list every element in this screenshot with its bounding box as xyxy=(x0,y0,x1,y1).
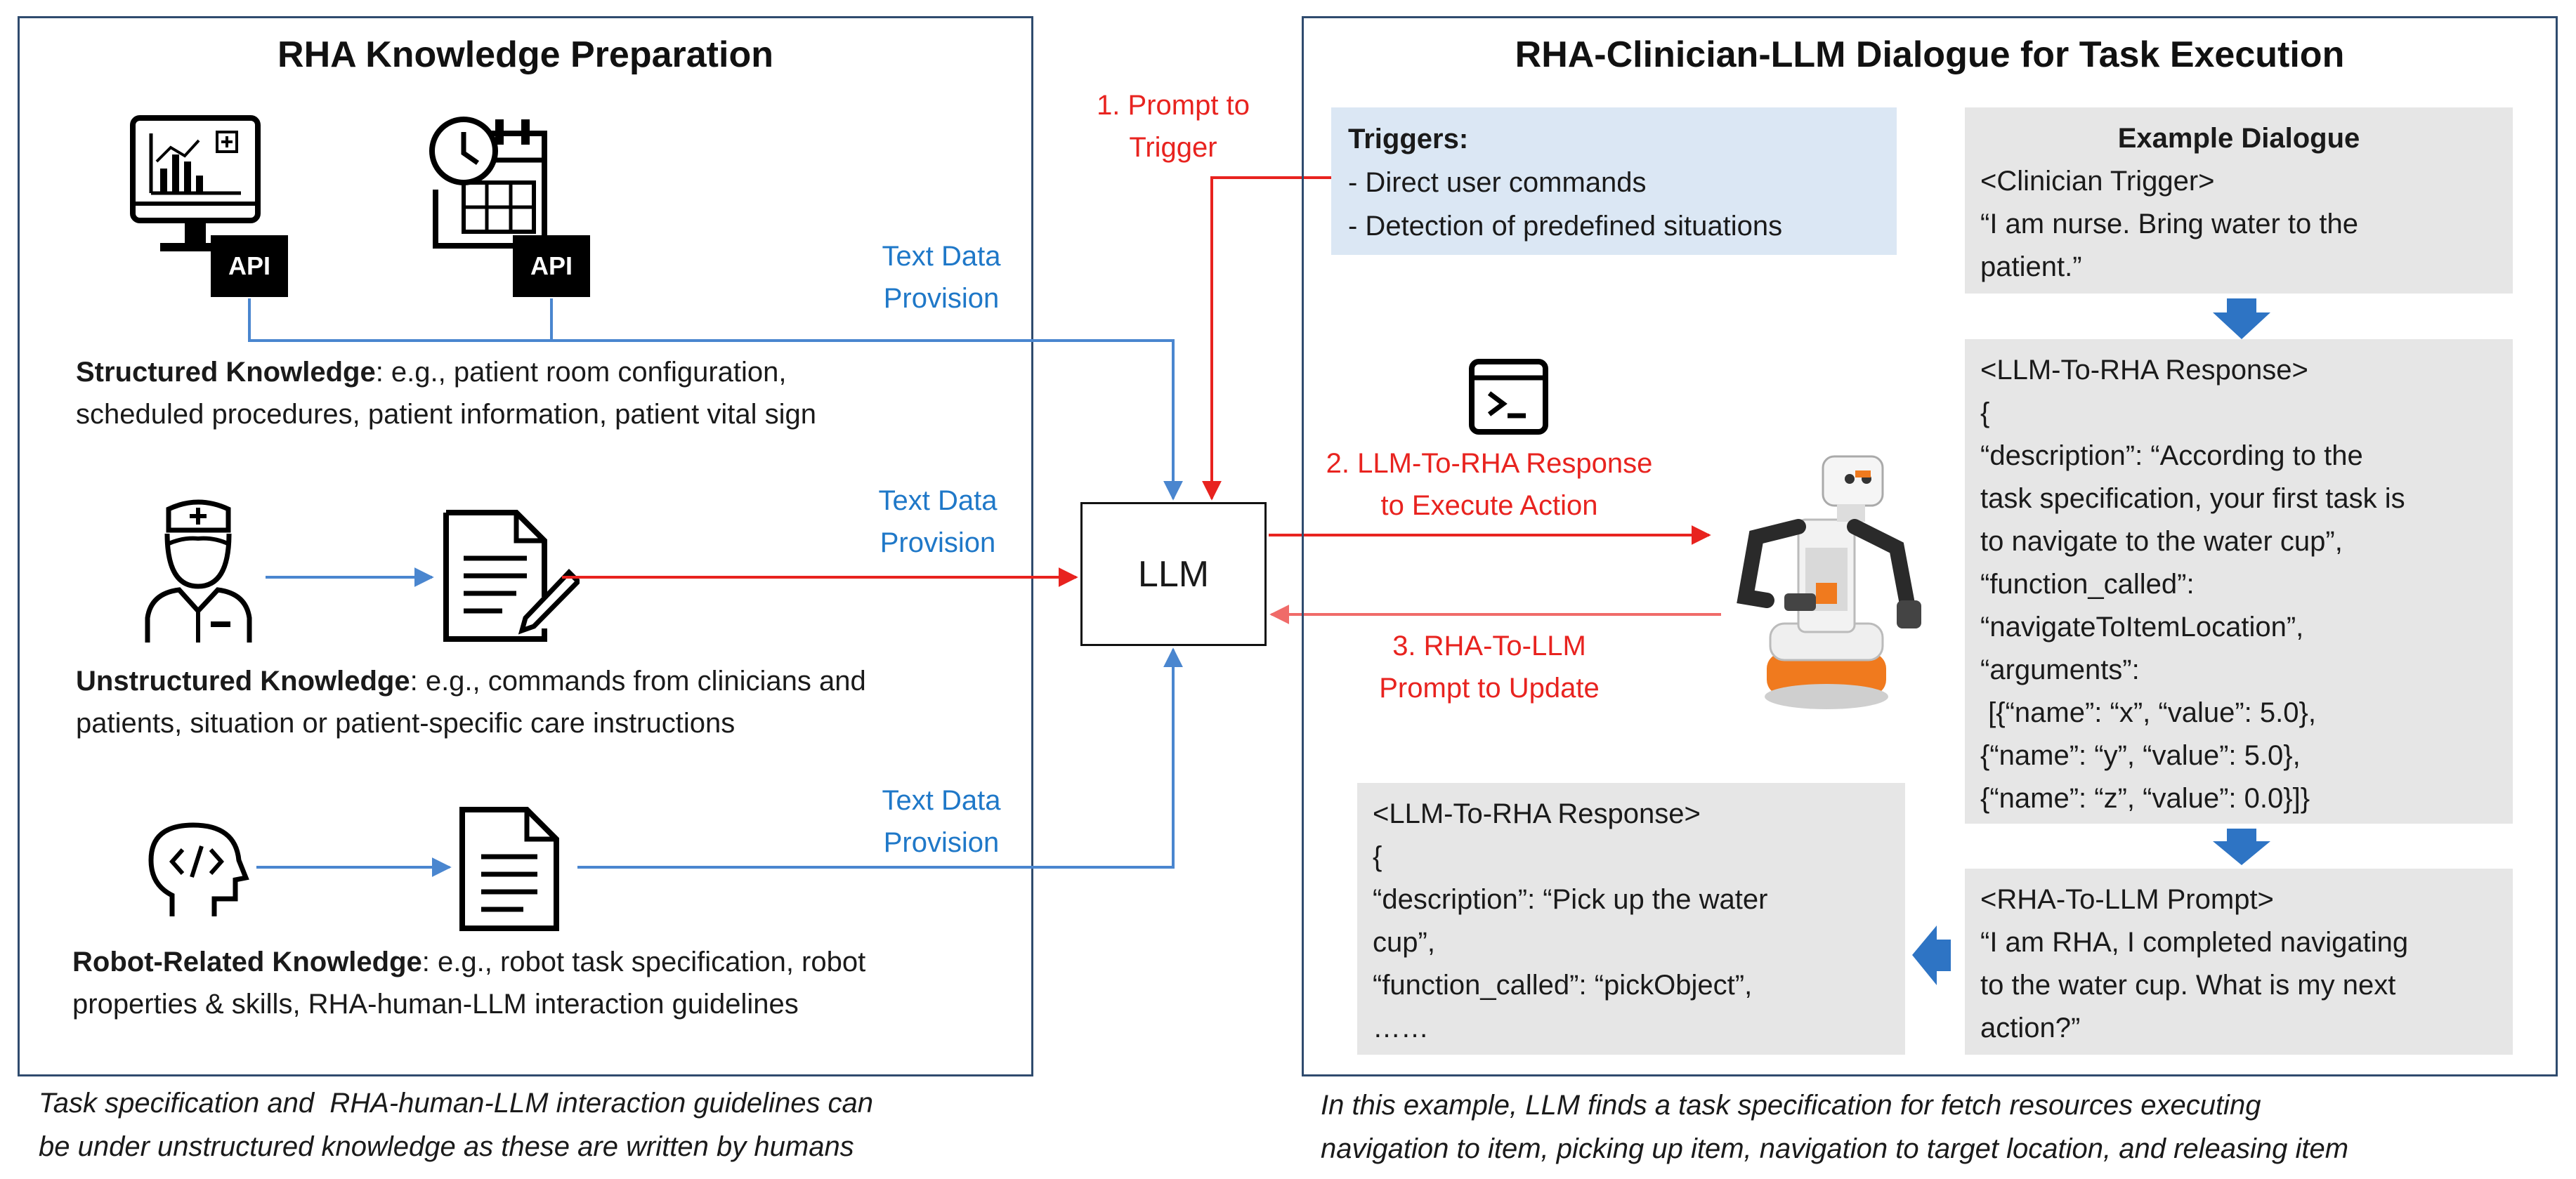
robot-knowledge-text: Robot-Related Knowledge: e.g., robot tas… xyxy=(72,947,866,1020)
step3-label: 3. RHA-To-LLM Prompt to Update xyxy=(1379,631,1600,704)
down-arrow-icon-1 xyxy=(2213,298,2270,339)
unstructured-knowledge-label: Unstructured Knowledge xyxy=(76,666,410,697)
dialogue-box-next-response: <LLM-To-RHA Response> { “description”: “… xyxy=(1357,783,1905,1055)
text-data-provision-label-2: Text Data Provision xyxy=(878,485,998,558)
right-caption: In this example, LLM finds a task specif… xyxy=(1321,1090,2349,1164)
trigger-item: - Detection of predefined situations xyxy=(1348,211,1783,242)
left-arrow-icon xyxy=(1912,926,1951,985)
llm-box: LLM xyxy=(1080,502,1267,646)
dialogue-box-clinician-trigger: Example Dialogue <Clinician Trigger> “I … xyxy=(1965,107,2513,294)
step2-label: 2. LLM-To-RHA Response to Execute Action xyxy=(1326,448,1653,521)
text-data-provision-label-3: Text Data Provision xyxy=(882,785,1001,858)
terminal-icon xyxy=(1468,358,1549,435)
step1-label: 1. Prompt to Trigger xyxy=(1097,90,1250,163)
dialogue-box-rha-prompt: <RHA-To-LLM Prompt> “I am RHA, I complet… xyxy=(1965,869,2513,1055)
api-badge-calendar: API xyxy=(513,235,590,297)
code-head-icon xyxy=(144,818,249,923)
dialogue-panel: RHA-Clinician-LLM Dialogue for Task Exec… xyxy=(1302,16,2558,1076)
unstructured-knowledge-text: Unstructured Knowledge: e.g., commands f… xyxy=(76,666,866,739)
panel-title-knowledge-preparation: RHA Knowledge Preparation xyxy=(277,34,773,75)
robot-image xyxy=(1718,442,1942,716)
document-pencil-icon xyxy=(439,506,582,646)
triggers-heading: Triggers: xyxy=(1348,124,1469,154)
down-arrow-icon-2 xyxy=(2213,829,2270,865)
calendar-clock-icon xyxy=(421,105,562,253)
nurse-icon xyxy=(140,495,256,646)
text-data-provision-label-1: Text Data Provision xyxy=(882,241,1001,314)
structured-knowledge-label: Structured Knowledge xyxy=(76,357,376,388)
left-caption: Task specification and RHA-human-LLM int… xyxy=(39,1088,874,1162)
robot-knowledge-label: Robot-Related Knowledge xyxy=(72,947,422,977)
api-badge-monitor: API xyxy=(211,235,288,297)
structured-knowledge-text: Structured Knowledge: e.g., patient room… xyxy=(76,357,816,430)
knowledge-preparation-panel: RHA Knowledge Preparation xyxy=(18,16,1033,1076)
example-dialogue-heading: Example Dialogue xyxy=(2117,123,2360,154)
document-icon xyxy=(457,804,562,934)
trigger-item: - Direct user commands xyxy=(1348,167,1647,198)
triggers-box: Triggers: - Direct user commands - Detec… xyxy=(1331,107,1897,255)
panel-title-dialogue: RHA-Clinician-LLM Dialogue for Task Exec… xyxy=(1515,34,2345,75)
dialogue-box-llm-response: <LLM-To-RHA Response> { “description”: “… xyxy=(1965,339,2513,824)
